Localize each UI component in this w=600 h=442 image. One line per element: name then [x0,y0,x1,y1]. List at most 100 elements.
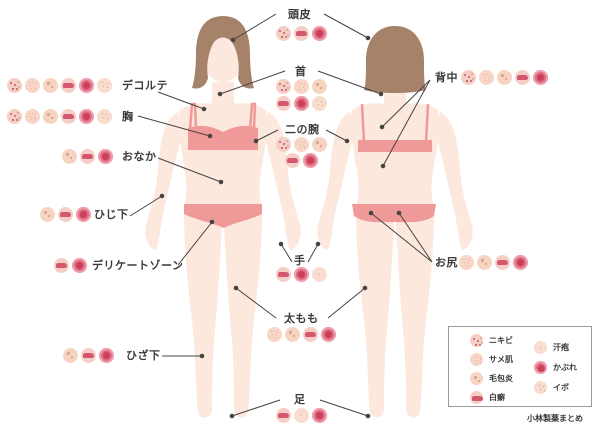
nikibi-icon [276,26,291,41]
kabure-icon [98,149,113,164]
hakusen-icon [80,149,95,164]
label-mune: 胸 [122,110,134,123]
icons-hizashita [63,348,114,363]
hakusen-icon [285,153,300,168]
hakusen-icon [294,26,309,41]
label-decollete: デコルテ [122,79,168,92]
asemo-icon [534,341,547,354]
label-hizashita: ひざ下 [126,349,161,362]
icons-decollete [7,78,112,93]
kabure-icon [513,255,528,270]
kabure-icon [79,109,94,124]
label-delicate: デリケートゾーン [92,259,184,272]
same-icon [470,353,483,366]
ibo-icon [97,78,112,93]
label-futomomo: 太もも [284,312,319,325]
back-figure [317,26,473,418]
hakusen-icon [81,348,96,363]
nikibi-icon [7,78,22,93]
hakusen-icon [470,391,483,404]
nikibi-icon [276,137,291,152]
kabure-icon [79,78,94,93]
kabure-icon [321,327,336,342]
kabure-icon [76,207,91,222]
kabure-icon [312,26,327,41]
kabure-icon [533,70,548,85]
asemo-icon [312,267,327,282]
kabure-icon [303,153,318,168]
mouhou-icon [497,70,512,85]
ibo-icon [312,96,327,111]
icons-ninoude-row2 [285,153,318,168]
label-ashi: 足 [294,393,306,406]
hakusen-icon [276,408,291,423]
icons-kubi-row1 [276,79,327,94]
legend-item-same: サメ肌 [470,353,513,366]
label-ninoude: 二の腕 [285,123,320,136]
same-icon [479,70,494,85]
hakusen-icon [495,255,510,270]
mouhou-icon [470,372,483,385]
asemo-icon [294,408,309,423]
legend-item-nikibi: ニキビ [470,334,513,347]
ibo-icon [97,109,112,124]
nikibi-icon [461,70,476,85]
label-hijishita: ひじ下 [94,208,129,221]
label-onaka: おなか [122,150,157,163]
same-icon [267,327,282,342]
mouhou-icon [40,207,55,222]
label-senaka: 背中 [435,71,458,84]
nikibi-icon [470,334,483,347]
kabure-icon [312,408,327,423]
credit: 小林製薬まとめ [527,414,583,423]
hakusen-icon [276,267,291,282]
hakusen-icon [276,96,291,111]
front-figure [145,16,301,418]
legend-item-kabure: かぶれ [534,361,577,374]
icons-onaka [62,149,113,164]
icons-mune [7,109,112,124]
same-icon [25,109,40,124]
label-touhi: 頭皮 [288,8,311,21]
icons-kubi-row2 [276,96,327,111]
hakusen-icon [61,109,76,124]
nikibi-icon [7,109,22,124]
icons-oshiri [459,255,528,270]
mouhou-icon [477,255,492,270]
icons-te [276,267,327,282]
kabure-icon [534,361,547,374]
mouhou-icon [43,109,58,124]
label-oshiri: お尻 [435,256,458,269]
pointer-lines [129,13,433,419]
icons-delicate [54,258,87,273]
label-te: 手 [294,254,306,267]
nikibi-icon [276,79,291,94]
ibo-icon [534,381,547,394]
same-icon [294,79,309,94]
mouhou-icon [285,327,300,342]
legend-item-hakusen: 白癬 [470,391,505,404]
legend-item-ibo: イボ [534,381,569,394]
same-icon [459,255,474,270]
mouhou-icon [62,149,77,164]
hakusen-icon [58,207,73,222]
legend: ニキビ サメ肌 毛包炎 白癬 汗疱 かぶれ イボ [448,326,592,407]
kabure-icon [294,96,309,111]
icons-ashi [276,408,327,423]
hakusen-icon [303,327,318,342]
icons-ninoude-row1 [276,137,327,152]
mouhou-icon [312,137,327,152]
same-icon [25,78,40,93]
mouhou-icon [63,348,78,363]
mouhou-icon [43,78,58,93]
hakusen-icon [515,70,530,85]
hakusen-icon [61,78,76,93]
kabure-icon [99,348,114,363]
kabure-icon [72,258,87,273]
icons-touhi [276,26,327,41]
legend-item-asemo: 汗疱 [534,341,569,354]
label-kubi: 首 [295,65,307,78]
same-icon [294,137,309,152]
icons-hijishita [40,207,91,222]
